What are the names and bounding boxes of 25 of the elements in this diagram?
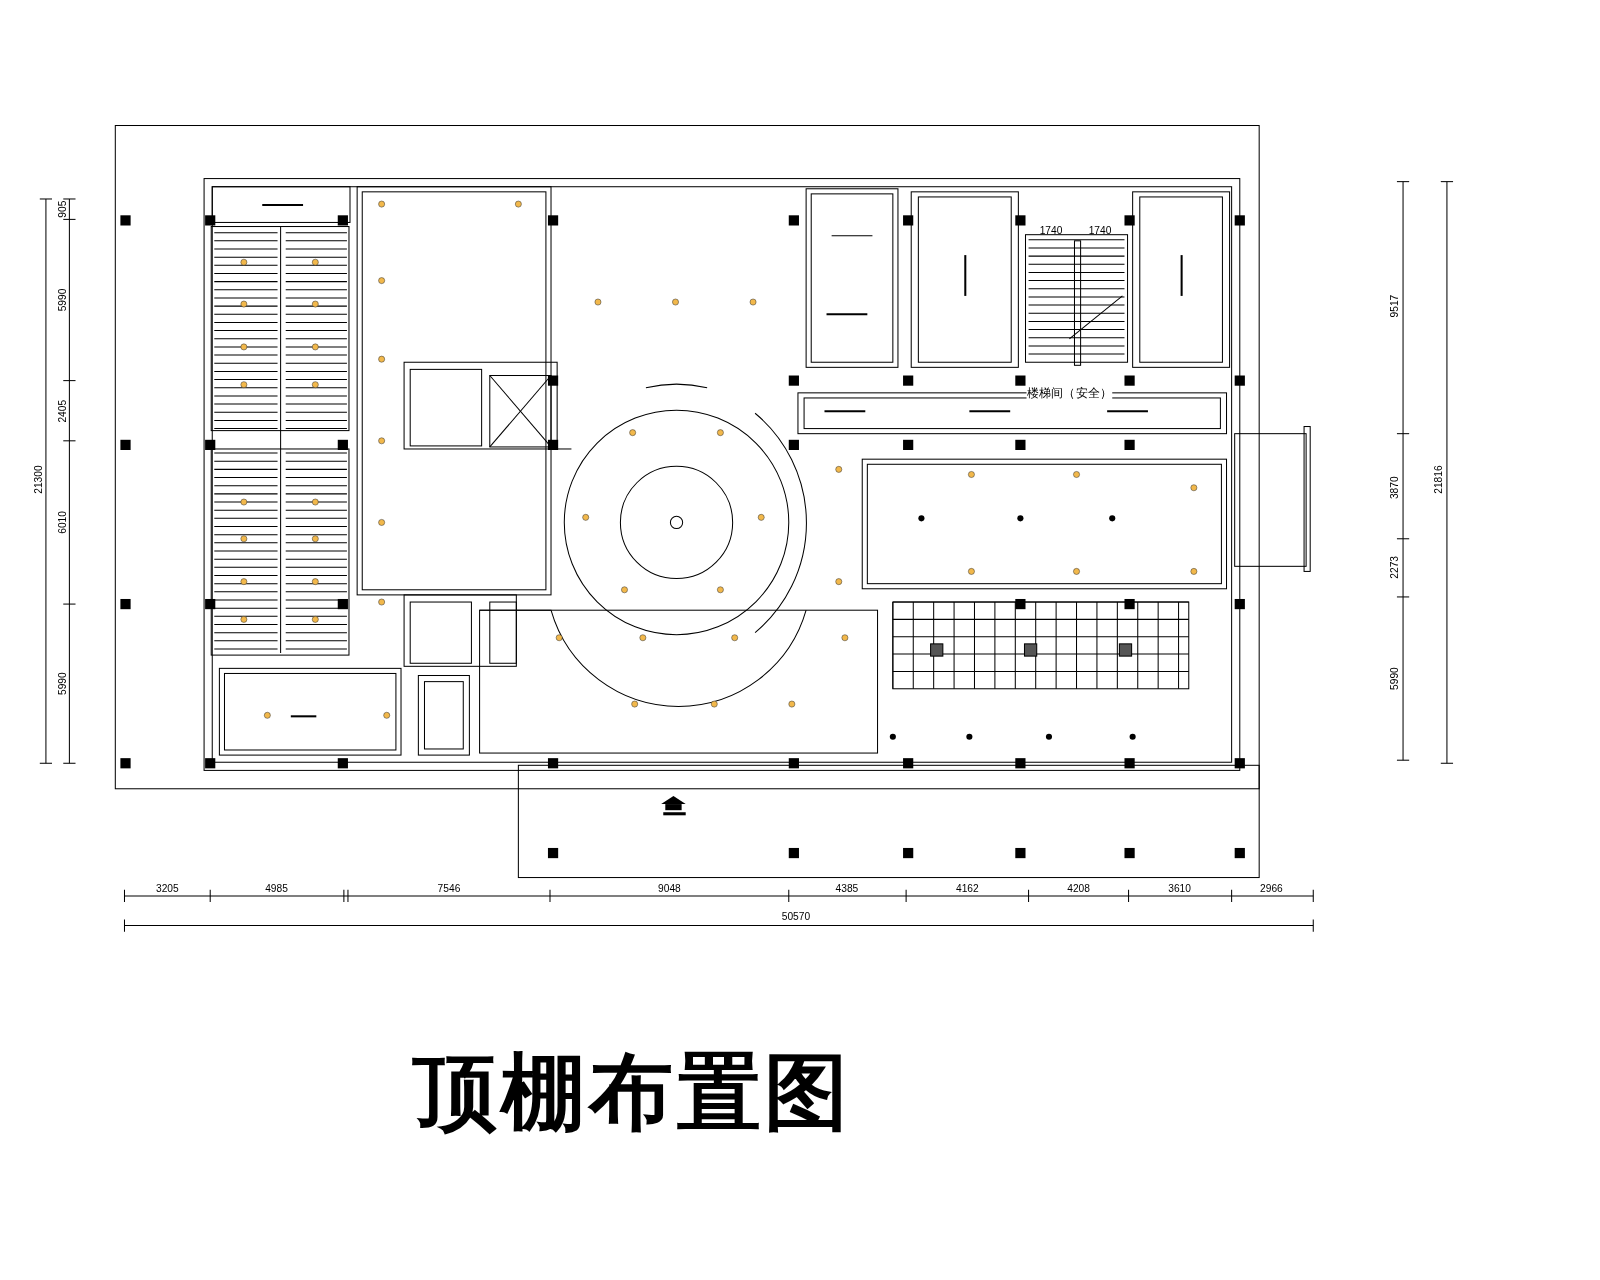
dimension-text: 2273 <box>1389 556 1400 579</box>
dimension-text: 4208 <box>1067 883 1090 894</box>
dimension-text: 2405 <box>58 399 69 423</box>
dimension-text: 21816 <box>1433 465 1444 494</box>
dimension-text: 3610 <box>1168 883 1191 894</box>
dimension-text: 5990 <box>58 672 69 695</box>
dimension-text: 7546 <box>437 883 461 894</box>
stair-dimension: 1740 <box>1088 225 1112 236</box>
dimension-text: 5990 <box>58 288 69 312</box>
room-label: 楼梯间（安全） <box>1026 386 1113 399</box>
dimension-text: 905 <box>58 200 69 218</box>
dimension-text: 9048 <box>658 883 681 894</box>
dimension-text: 6010 <box>58 511 69 534</box>
dimension-text: 21300 <box>33 465 44 494</box>
stair-dimension: 1740 <box>1039 225 1063 236</box>
drawing-title: 顶棚布置图 <box>413 1051 853 1135</box>
dimension-text: 4162 <box>956 883 979 894</box>
dimension-text: 5990 <box>1389 667 1400 690</box>
dimension-text: 9517 <box>1389 294 1400 318</box>
dimension-text: 2966 <box>1260 883 1283 894</box>
dimension-text: 4385 <box>835 883 859 894</box>
dimension-text: 3870 <box>1389 476 1400 500</box>
dimension-text: 3205 <box>156 883 179 894</box>
dimension-text: 50570 <box>781 912 811 923</box>
dimension-text: 4985 <box>265 883 288 894</box>
